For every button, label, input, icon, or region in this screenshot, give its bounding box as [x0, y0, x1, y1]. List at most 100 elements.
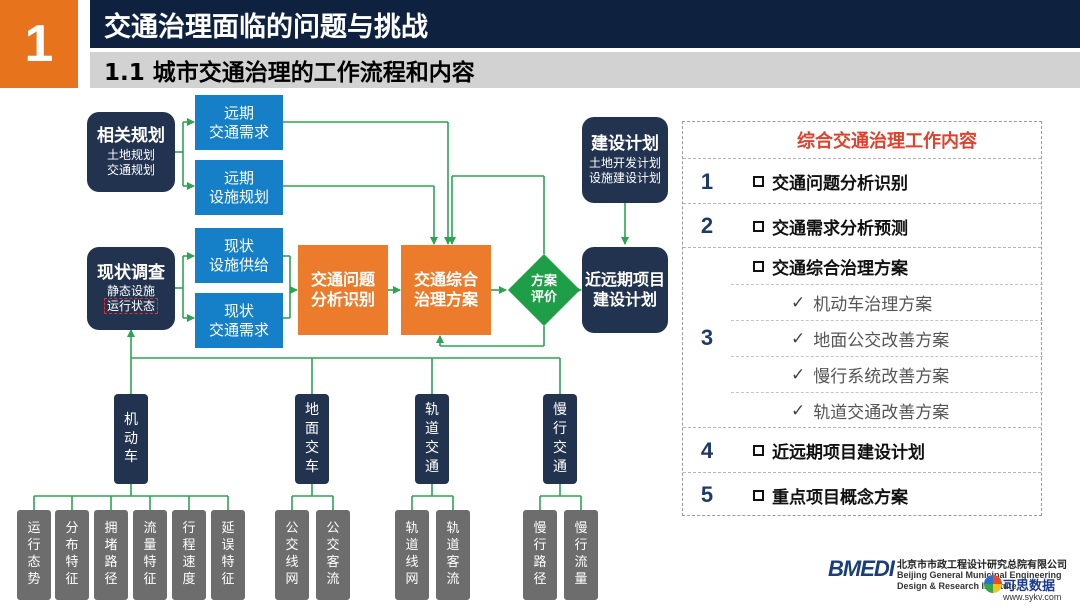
char: 征	[143, 571, 157, 587]
leaf-box: 慢行路径	[523, 510, 557, 600]
category-ground-transit: 地 面 交 车	[295, 394, 329, 484]
company-name-en: Beijing General Municipal Engineering	[897, 570, 1062, 580]
char: 堵	[104, 538, 118, 554]
char: 轨	[405, 521, 419, 537]
char: 公	[326, 521, 340, 537]
box-line: 方案	[530, 273, 557, 289]
row-text-wrap: 交通需求分析预测	[753, 204, 908, 248]
page-subtitle-text: 1.1 城市交通治理的工作流程和内容	[104, 60, 475, 86]
char: 交	[305, 440, 319, 456]
category-slow-traffic: 慢 行 交 通	[543, 394, 577, 484]
related-planning-line: 交通规划	[106, 162, 155, 177]
current-survey-title: 现状调查	[97, 262, 165, 283]
leaf-box: 拥堵路径	[94, 510, 128, 600]
char: 交	[553, 440, 567, 456]
char: 线	[285, 555, 299, 570]
project-plan-box: 近远期项目 建设计划	[582, 247, 668, 333]
char: 流	[574, 555, 588, 570]
row-text: 交通需求分析预测	[772, 218, 908, 239]
char: 行	[533, 538, 547, 554]
page-subtitle: 1.1 城市交通治理的工作流程和内容	[90, 52, 1080, 88]
char: 面	[305, 421, 319, 438]
checkbox-square-icon	[753, 445, 764, 456]
leaf-box: 延误特征	[211, 510, 245, 600]
char: 慢	[533, 521, 547, 537]
table-header: 综合交通治理工作内容	[797, 131, 977, 152]
char: 流	[326, 571, 340, 587]
current-demand-box: 现状 交通需求	[195, 293, 283, 348]
box-line: 交通综合	[413, 270, 478, 289]
check-mark-icon: ✓	[791, 292, 806, 313]
char: 车	[305, 458, 319, 475]
checkbox-square-icon	[753, 220, 764, 232]
char: 路	[533, 555, 547, 570]
box-line: 近远期项目	[584, 270, 665, 289]
leaf-box: 行程速度	[172, 510, 206, 600]
checkbox-square-icon	[753, 489, 764, 501]
char: 道	[446, 538, 460, 554]
check-mark-icon: ✓	[791, 328, 806, 349]
box-line: 建设计划	[592, 290, 657, 309]
related-planning-title: 相关规划	[97, 126, 165, 147]
row-text-wrap: 近远期项目建设计划	[753, 428, 925, 473]
table-row: 4 近远期项目建设计划	[683, 427, 1041, 473]
row-number: 1	[700, 168, 714, 194]
checkbox-square-icon	[753, 176, 764, 187]
char: 分	[65, 521, 79, 537]
row-text-wrap: 重点项目概念方案	[753, 473, 908, 517]
char: 道	[405, 538, 419, 554]
problem-analysis-box: 交通问题 分析识别	[298, 245, 388, 335]
char: 征	[65, 571, 79, 587]
watermark-url: www.sykv.com	[1003, 592, 1062, 602]
box-line: 交通需求	[208, 122, 269, 141]
char: 流	[143, 521, 157, 537]
char: 延	[221, 521, 235, 537]
char: 态	[27, 555, 41, 570]
page-title: 交通治理面临的问题与挑战	[90, 0, 1080, 48]
char: 势	[27, 571, 41, 587]
char: 量	[574, 571, 588, 587]
char: 拥	[104, 521, 118, 537]
box-line: 设施规划	[208, 187, 269, 206]
current-supply-box: 现状 设施供给	[195, 228, 283, 283]
evaluation-label: 方案 评价	[508, 254, 580, 326]
char: 程	[182, 538, 196, 554]
sub-item-text: 轨道交通改善方案	[813, 403, 950, 423]
row-text: 交通问题分析识别	[772, 174, 908, 194]
box-line: 现状	[223, 236, 254, 255]
char: 动	[124, 430, 138, 447]
char: 行	[574, 538, 588, 554]
category-rail-transit: 轨 道 交 通	[415, 394, 449, 484]
row-text-wrap: 交通综合治理方案	[753, 248, 908, 284]
work-content-table: 综合交通治理工作内容 1 交通问题分析识别 2 交通需求分析预测 3 交通综合治…	[682, 121, 1043, 517]
char: 交	[326, 538, 340, 554]
char: 运	[27, 521, 41, 537]
leaf-box: 分布特征	[55, 510, 89, 600]
category-motor-vehicle: 机 动 车	[114, 394, 148, 484]
char: 度	[182, 571, 196, 587]
current-survey-line: 静态设施	[106, 284, 155, 299]
box-line: 治理方案	[413, 290, 478, 309]
box-line: 交通问题	[310, 270, 375, 289]
construction-plan-box: 建设计划 土地开发计划 设施建设计划	[582, 117, 668, 203]
box-line: 远期	[223, 103, 254, 122]
table-row: 1 交通问题分析识别	[683, 158, 1041, 204]
box-line: 分析识别	[310, 290, 375, 309]
char: 慢	[553, 402, 567, 419]
table-row: 2 交通需求分析预测	[683, 203, 1041, 248]
char: 地	[305, 402, 319, 419]
box-line: 评价	[530, 290, 557, 305]
construction-plan-line: 土地开发计划	[588, 155, 661, 170]
char: 特	[65, 555, 79, 570]
char: 网	[285, 571, 299, 587]
leaf-box: 慢行流量	[564, 510, 598, 600]
evaluation-diamond	[508, 254, 580, 326]
check-mark-icon: ✓	[791, 400, 806, 421]
related-planning-line: 土地规划	[106, 147, 155, 162]
far-term-facility-box: 远期 设施规划	[195, 160, 283, 215]
char: 轨	[446, 521, 460, 537]
leaf-box: 公交客流	[316, 510, 350, 600]
sub-item-text: 机动车治理方案	[813, 295, 933, 315]
watermark-text: 可思数据	[1003, 579, 1056, 594]
char: 通	[553, 458, 567, 475]
